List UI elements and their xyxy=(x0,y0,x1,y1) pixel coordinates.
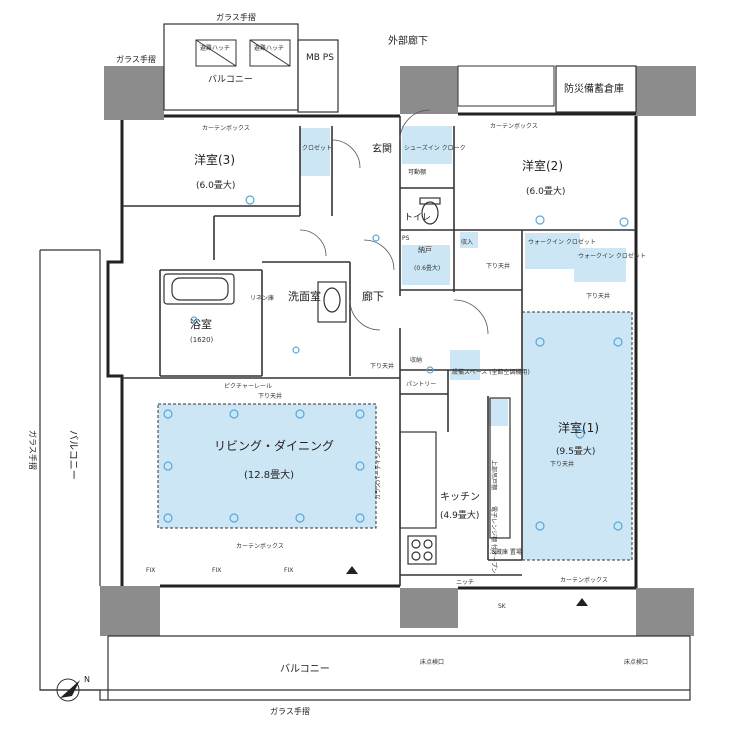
compass-label: N xyxy=(84,675,90,684)
washitsu3-size: (6.0畳大) xyxy=(196,179,235,191)
fix-1: FIX xyxy=(146,567,155,574)
ldk-floor xyxy=(158,404,376,528)
pantry-floor xyxy=(488,398,508,426)
oven-label: 電子レンジ棚 付オープン xyxy=(490,506,498,574)
kitchen-name: キッチン xyxy=(440,491,480,503)
balcony-bottom-label: バルコニー xyxy=(280,663,330,675)
bathtub xyxy=(163,273,235,305)
fridge-label: 冷蔵庫 置場 xyxy=(490,548,522,556)
toilet-fixture xyxy=(419,197,441,225)
curtain-box-3: カーテンボックス xyxy=(236,542,284,550)
outer-corridor-label: 外部廊下 xyxy=(388,34,428,47)
washitsu2-size: (6.0畳大) xyxy=(526,185,565,197)
shoe-closet-label: シューズイン クローク xyxy=(404,144,466,152)
glass-rail-left-top-label: ガラス手摺 xyxy=(116,54,156,64)
evac-opening-2: 床点検口 xyxy=(624,658,648,666)
sagari-5: 下り天井 xyxy=(550,460,574,468)
sagari-3: 下り天井 xyxy=(586,292,610,300)
room-lights xyxy=(190,195,629,531)
evac-hatch-2-label: 避難ハッチ xyxy=(254,44,284,52)
sagari-1: 下り天井 xyxy=(258,392,282,400)
washitsu1-dashed xyxy=(521,311,633,561)
mbps-box xyxy=(297,39,339,113)
compass-icon xyxy=(56,678,80,702)
ldk-name: リビング・ダイニング xyxy=(214,438,334,453)
corridor-label: 廊下 xyxy=(362,289,384,303)
glass-rail-left-label: ガラス手摺 xyxy=(28,430,38,470)
picture-rail-label: ピクチャーレール xyxy=(224,383,272,390)
curtain-box-1: カーテンボックス xyxy=(202,124,250,132)
closet1-label: クロゼット xyxy=(302,144,332,152)
pantry1-label: パントリー xyxy=(406,381,436,388)
washitsu2-name: 洋室(2) xyxy=(522,158,563,173)
kitchen-counter xyxy=(399,397,511,565)
nando-floor xyxy=(402,245,450,285)
wic1-label: ウォークイン クロゼット xyxy=(528,238,596,246)
bath-size: (1620) xyxy=(190,336,214,344)
range-hood-label: 上部吊戸棚 xyxy=(490,460,498,490)
nando-size: (0.6畳大) xyxy=(414,264,440,272)
wic1-floor xyxy=(525,233,580,269)
curtain-box-4: カーテンボックス xyxy=(560,576,608,584)
wash-basin xyxy=(317,281,347,323)
shoe-closet-floor xyxy=(402,126,452,164)
evac-hatches xyxy=(195,39,291,67)
marker-triangle xyxy=(576,598,588,606)
outer-walls xyxy=(106,112,638,590)
storage1-label: 収入 xyxy=(461,239,473,246)
sagari-4: 下り天井 xyxy=(370,362,394,370)
ldk-size: (12.8畳大) xyxy=(244,468,294,481)
bath-name: 浴室 xyxy=(190,317,212,331)
linen-label: リネン庫 xyxy=(250,294,274,302)
balcony-top-label: バルコニー xyxy=(208,74,253,85)
marker-triangle xyxy=(346,566,358,574)
nando-name: 納戸 xyxy=(418,245,432,254)
entrance-label: 玄関 xyxy=(372,142,392,155)
washitsu1-size: (9.5畳大) xyxy=(556,445,595,457)
evac-hatch-1-label: 避難ハッチ xyxy=(200,44,230,52)
sk-label: SK xyxy=(498,603,507,610)
movable-shelf-label: 可動棚 xyxy=(408,168,426,176)
niche-label: ニッチ xyxy=(456,579,474,586)
wic2-floor xyxy=(574,248,626,282)
toilet-label: トイレ xyxy=(404,213,431,223)
washitsu1-name: 洋室(1) xyxy=(558,420,599,435)
washitsu3-name: 洋室(3) xyxy=(194,152,235,167)
door-swings xyxy=(299,109,489,335)
disaster-storage-box xyxy=(555,65,637,113)
senmen-label: 洗面室 xyxy=(288,289,321,303)
hatch-blue xyxy=(450,350,480,380)
kitchen-size: (4.9畳大) xyxy=(440,509,479,521)
equipment-space-label: 設備スペース (全館空調機用) xyxy=(452,368,530,376)
aircon-box xyxy=(457,65,555,107)
closet-floor xyxy=(300,128,330,176)
ldk-lights xyxy=(163,409,365,523)
glass-rail-top-label: ガラス手摺 xyxy=(216,12,256,22)
curtain-box-2: カーテンボックス xyxy=(490,122,538,130)
mbps-label: MB PS xyxy=(306,53,334,63)
ps-label: PS xyxy=(402,235,410,242)
storage-floor xyxy=(460,232,478,248)
fix-2: FIX xyxy=(212,567,221,574)
fix-3: FIX xyxy=(284,567,293,574)
structural-columns xyxy=(100,66,696,636)
balcony-left-label: バルコニー xyxy=(67,430,79,480)
glass-rail-bottom-label: ガラス手摺 xyxy=(270,706,310,716)
wic2-label: ウォークイン クロゼット xyxy=(578,252,646,260)
evac-opening-1: 床点検口 xyxy=(420,658,444,666)
glass-partition-label: ガラスパーティション xyxy=(374,440,382,500)
disaster-storage-label: 防災備蓄倉庫 xyxy=(564,82,624,95)
sagari-2: 下り天井 xyxy=(486,262,510,270)
storage2-label: 収納 xyxy=(410,356,422,364)
ldk-ceiling xyxy=(157,403,377,529)
